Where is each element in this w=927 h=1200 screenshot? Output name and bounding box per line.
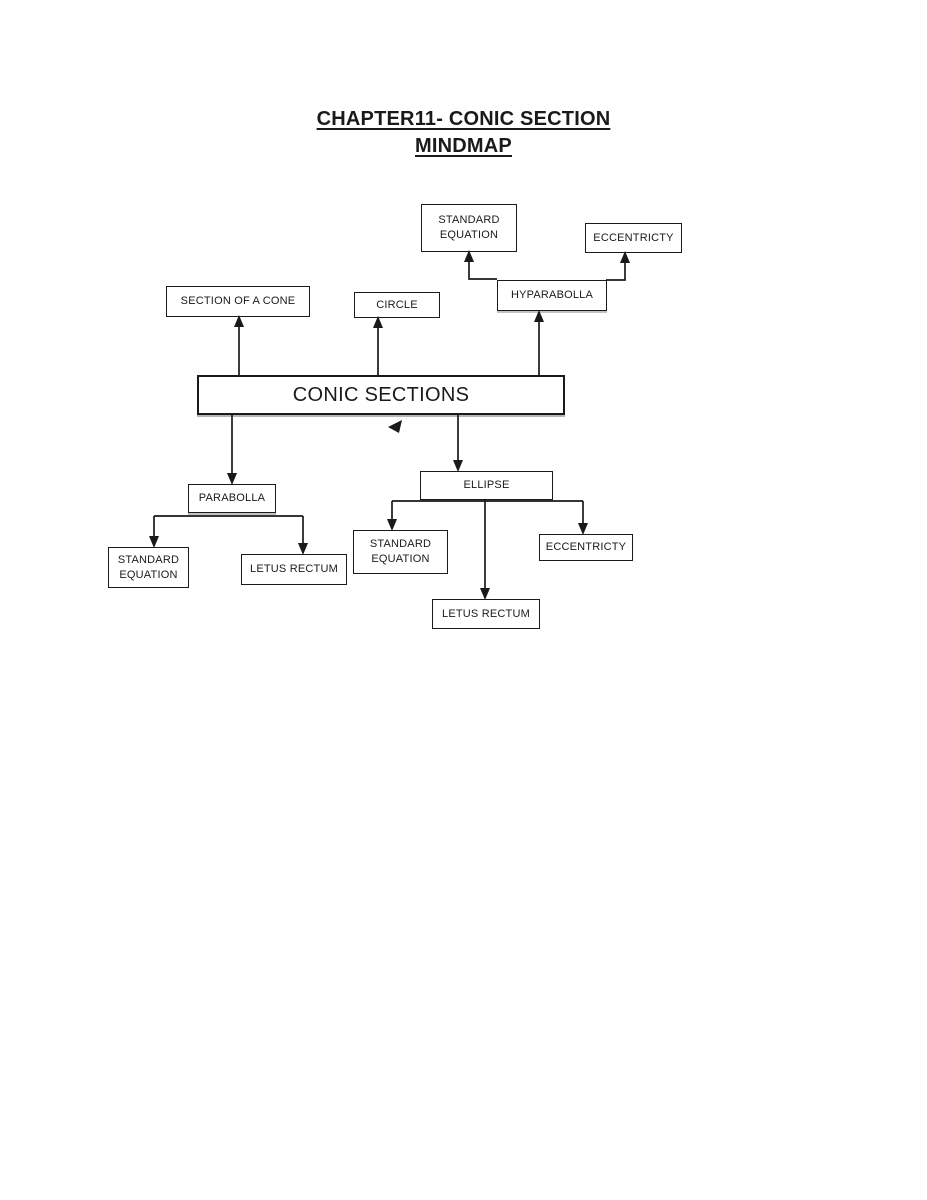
node-label: CIRCLE — [376, 298, 418, 311]
node-label: PARABOLLA — [198, 492, 266, 505]
node-label: LETUS RECTUM — [442, 607, 530, 620]
node-label: LETUS RECTUM — [250, 563, 338, 576]
node-parabolla-letus-rectum: LETUS RECTUM — [241, 554, 347, 585]
node-label: STANDARD EQUATION — [117, 553, 180, 581]
connector-hyparabolla-to-standard-equation — [468, 262, 497, 280]
node-label: STANDARD EQUATION — [438, 214, 500, 241]
node-hyparabolla-standard-equation: STANDARD EQUATION — [421, 204, 517, 252]
stray-left-arrowhead-icon — [388, 420, 402, 433]
node-parabolla: PARABOLLA — [188, 484, 276, 513]
node-hyparabolla: HYPARABOLLA — [497, 280, 607, 311]
arrowhead-up-hyparabolla — [534, 310, 544, 322]
node-label: ELLIPSE — [463, 479, 510, 492]
node-ellipse-letus-rectum: LETUS RECTUM — [432, 599, 540, 629]
title-line-1: CHAPTER11- CONIC SECTION — [316, 108, 611, 130]
node-label: CONIC SECTIONS — [292, 383, 470, 406]
node-hyparabolla-eccentricty: ECCENTRICTY — [585, 223, 682, 253]
node-label: SECTION OF A CONE — [180, 295, 296, 308]
node-label: ECCENTRICTY — [545, 541, 627, 554]
node-circle: CIRCLE — [354, 292, 440, 318]
node-conic-sections: CONIC SECTIONS — [197, 375, 565, 415]
connector-hyparabolla-to-eccentricty — [606, 263, 626, 281]
node-label: HYPARABOLLA — [510, 289, 594, 302]
node-ellipse: ELLIPSE — [420, 471, 553, 500]
title-line-2: MINDMAP — [415, 135, 512, 157]
node-parabolla-standard-equation: STANDARD EQUATION — [108, 547, 189, 588]
node-ellipse-eccentricty: ECCENTRICTY — [539, 534, 633, 561]
page-title: CHAPTER11- CONIC SECTION MINDMAP — [0, 106, 927, 160]
node-label: ECCENTRICTY — [593, 231, 674, 244]
node-section-of-a-cone: SECTION OF A CONE — [166, 286, 310, 317]
node-label: STANDARD EQUATION — [369, 538, 432, 565]
node-ellipse-standard-equation: STANDARD EQUATION — [353, 530, 448, 574]
